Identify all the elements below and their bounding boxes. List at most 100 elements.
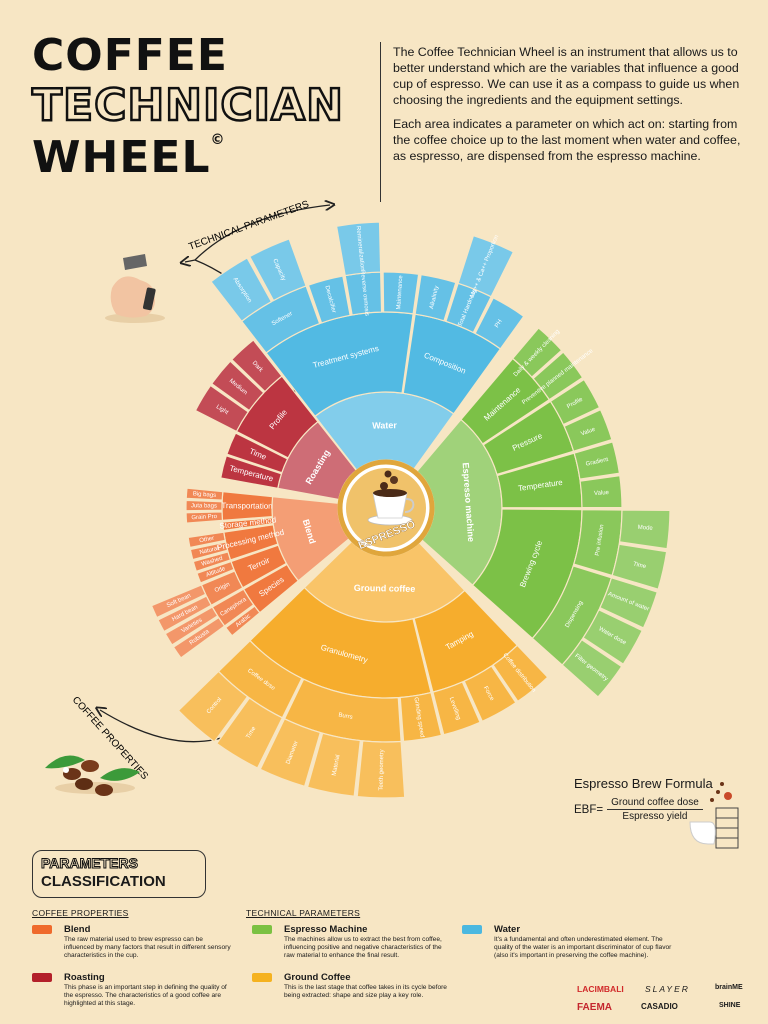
segment-ph bbox=[474, 297, 525, 350]
sponsor-logos: LACIMBALI SLAYER brainME FAEMA CASADIO S… bbox=[577, 982, 757, 1022]
segment-other bbox=[187, 531, 226, 549]
label-mode: Mode bbox=[637, 525, 653, 532]
title-word: WHEEL bbox=[32, 132, 211, 183]
legend-title-machine: Espresso Machine bbox=[284, 924, 368, 935]
label-burrs: Burrs bbox=[338, 712, 353, 721]
classification-line-1: PARAMETERS bbox=[41, 855, 139, 872]
segment-material bbox=[306, 732, 361, 797]
segment-storage-method bbox=[221, 517, 274, 532]
segment-temperature bbox=[220, 455, 283, 490]
espresso-brew-formula: Espresso Brew Formula EBF= Ground coffee… bbox=[574, 776, 713, 822]
label-reverse-osmosis: Reverse osmosis bbox=[359, 270, 369, 316]
coffee-properties-label: COFFEE PROPERTIES bbox=[70, 695, 150, 783]
label-transportation: Transportation bbox=[221, 501, 272, 511]
segment-capacity bbox=[248, 238, 307, 302]
label-pre-infusion: Pre infusion bbox=[595, 524, 606, 556]
label-time: Time bbox=[632, 561, 647, 570]
wheel-segments bbox=[150, 221, 671, 799]
segment-preventive-planned-maintenance bbox=[532, 351, 584, 401]
label-other: Other bbox=[199, 536, 215, 544]
legend-espresso-machine: Espresso Machine The machines allow us t… bbox=[252, 924, 452, 960]
segment-time bbox=[611, 543, 668, 590]
segment-gradient bbox=[573, 441, 621, 480]
segment-maintenance bbox=[382, 271, 420, 315]
segment-control bbox=[177, 670, 249, 743]
logo-shine: SHINE bbox=[719, 1002, 741, 1009]
label-ground-coffee: Ground coffee bbox=[354, 583, 416, 594]
label-value: Value bbox=[594, 490, 610, 497]
segment-hard-bean bbox=[157, 595, 213, 633]
classification-box: PARAMETERS CLASSIFICATION bbox=[32, 850, 206, 898]
label-ph: PH bbox=[494, 319, 503, 329]
segment-grinding-speed bbox=[399, 691, 443, 742]
legend-ground-coffee: Ground Coffee This is the last stage tha… bbox=[252, 972, 452, 1000]
label-natural: Natural bbox=[199, 546, 219, 556]
legend-desc-ground: This is the last stage that coffee takes… bbox=[284, 984, 447, 999]
classification-line-2: CLASSIFICATION bbox=[41, 873, 166, 890]
segment-time bbox=[215, 697, 284, 769]
segment-washed bbox=[192, 551, 232, 573]
label-alkalinity: Alkalinity bbox=[429, 285, 440, 309]
coffee-beans-icon bbox=[45, 755, 140, 796]
segment-diameter bbox=[259, 718, 322, 788]
intro-paragraph-1: The Coffee Technician Wheel is an instru… bbox=[393, 45, 740, 107]
logo-casadio: CASADIO bbox=[641, 1002, 678, 1011]
legend-swatch-roasting bbox=[32, 973, 52, 982]
segment-varieties bbox=[164, 606, 219, 646]
label-grain-pro: Grain Pro bbox=[191, 514, 218, 521]
logo-lacimbali: LACIMBALI bbox=[577, 984, 624, 994]
intro-text: The Coffee Technician Wheel is an instru… bbox=[393, 44, 748, 172]
label-big-bags: Big bags bbox=[193, 491, 217, 499]
legend-roasting: Roasting This phase is an important step… bbox=[32, 972, 232, 1008]
segment-amount-of-water bbox=[599, 577, 659, 629]
segment-arabic bbox=[224, 605, 261, 637]
label-remineralization: Remineralization bbox=[355, 226, 365, 271]
title-line-2: TECHNICIAN bbox=[31, 79, 344, 133]
legend-desc-machine: The machines allow us to extract the bes… bbox=[284, 936, 442, 959]
formula-denominator: Espresso yield bbox=[622, 811, 688, 822]
segment-coffee-distribution bbox=[492, 644, 549, 703]
legend-swatch-ground bbox=[252, 973, 272, 982]
legend-blend: Blend The raw material used to brew espr… bbox=[32, 924, 232, 960]
legend-title-ground: Ground Coffee bbox=[284, 972, 351, 983]
intro-paragraph-2: Each area indicates a parameter on which… bbox=[393, 117, 741, 163]
legend-desc-water: It's a fundamental and often underestima… bbox=[494, 936, 672, 959]
copyright-mark: © bbox=[210, 132, 226, 148]
segment-mode bbox=[618, 509, 671, 550]
segment-daily-weekly-cleaning bbox=[511, 327, 563, 378]
logo-brainme: brainME bbox=[715, 984, 743, 991]
segment-light bbox=[194, 384, 250, 433]
barista-cup-icon bbox=[689, 782, 739, 849]
group-technical-parameters: TECHNICAL PARAMETERS bbox=[246, 908, 361, 918]
segment-value bbox=[563, 408, 613, 452]
formula-abbr: EBF= bbox=[574, 803, 604, 816]
hand-tamper-icon bbox=[105, 254, 165, 323]
segment-grain-pro bbox=[185, 511, 224, 524]
technical-parameters-label: TECHNICAL PARAMETERS bbox=[187, 199, 311, 253]
segment-dark bbox=[230, 339, 283, 393]
segment-juta-bags bbox=[185, 499, 223, 512]
segment-robusta bbox=[172, 616, 226, 659]
segment-dispensing bbox=[531, 565, 613, 666]
label-gradient: Gradient bbox=[585, 457, 609, 468]
logo-faema: FAEMA bbox=[577, 1002, 612, 1013]
legend-swatch-blend bbox=[32, 925, 52, 934]
technical-tail bbox=[194, 205, 330, 261]
legend-swatch-water bbox=[462, 925, 482, 934]
label-maintenance: Maintenance bbox=[396, 274, 404, 309]
legend-desc-blend: The raw material used to brew espresso c… bbox=[64, 936, 231, 959]
segment-water-dose bbox=[582, 609, 643, 665]
segment-alkalinity bbox=[414, 273, 457, 322]
segment-natural bbox=[189, 541, 229, 561]
segment-medium bbox=[210, 360, 265, 412]
legend-swatch-machine bbox=[252, 925, 272, 934]
segment-teeth-geometry bbox=[356, 740, 406, 799]
segment-value bbox=[579, 474, 623, 509]
title-line-1: COFFEE bbox=[32, 30, 228, 81]
label-juta-bags: Juta bags bbox=[191, 503, 217, 509]
segment-altitude bbox=[196, 560, 235, 584]
logo-slayer: SLAYER bbox=[645, 984, 690, 994]
segment-profile bbox=[549, 378, 601, 426]
legend-desc-roasting: This phase is an important step in defin… bbox=[64, 984, 227, 1007]
